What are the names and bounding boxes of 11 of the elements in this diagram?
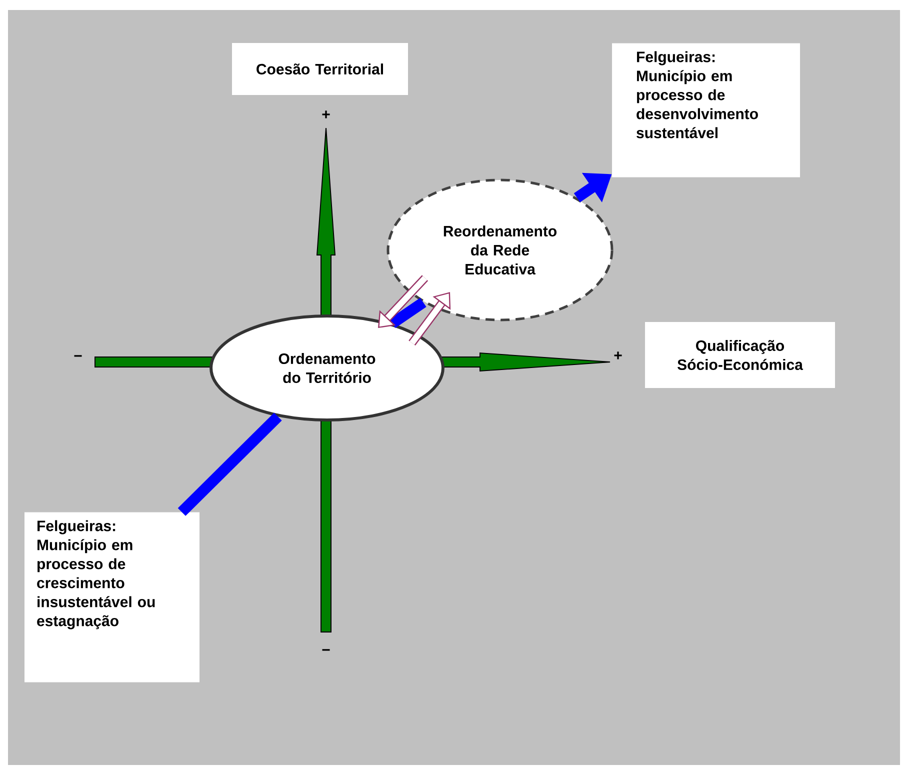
text-box: Felgueiras: Município em processo de desenvolvimento sustentável xyxy=(612,43,800,178)
axis-sign: − xyxy=(322,649,330,651)
hollow-arrow xyxy=(408,292,451,346)
text-box: Qualificação Sócio-Económica xyxy=(645,322,835,388)
text-box: Coesão Territorial xyxy=(232,43,408,95)
axis-sign: + xyxy=(322,110,330,118)
text-box: Felgueiras: Município em processo de crescimento insustentável ou estagnação xyxy=(24,512,200,682)
axis-sign: + xyxy=(614,352,622,360)
hollow-arrow xyxy=(378,275,428,328)
axis-sign: − xyxy=(74,355,82,357)
ellipse-node: Ordenamento do Território xyxy=(210,314,444,422)
